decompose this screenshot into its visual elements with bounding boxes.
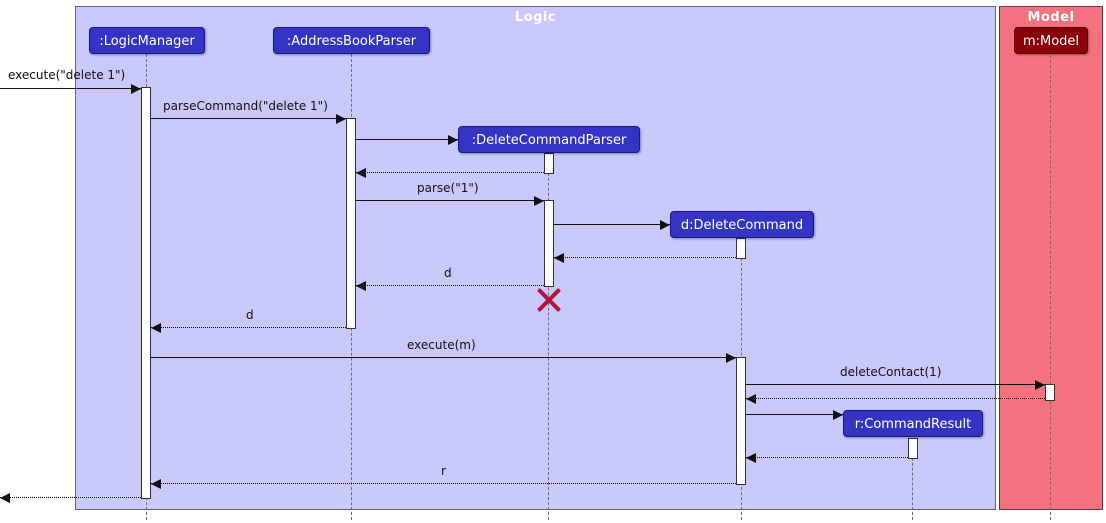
participant-model: m:Model xyxy=(1014,27,1088,54)
message-return-d2-label: d xyxy=(246,308,254,322)
logic-frame-title: Logic xyxy=(514,10,557,25)
arrowhead-right-icon xyxy=(534,196,544,206)
logic-frame: Logic xyxy=(75,6,996,510)
participant-address-book-parser: :AddressBookParser xyxy=(273,27,430,54)
activation-logic-manager xyxy=(141,87,151,499)
message-return-from-delete-command-line xyxy=(554,253,736,263)
lifeline-model xyxy=(1050,55,1051,520)
activation-delete-command-execute xyxy=(736,357,746,485)
activation-delete-command-parser-parse xyxy=(544,200,554,287)
lifeline-delete-command-parser xyxy=(548,153,549,520)
participant-delete-command-parser: :DeleteCommandParser xyxy=(458,126,640,153)
message-deletecontact-label: deleteContact(1) xyxy=(840,365,942,379)
arrowhead-left-icon xyxy=(554,253,564,263)
lifeline-command-result xyxy=(912,438,913,520)
model-frame-title: Model xyxy=(1027,10,1075,25)
activation-model xyxy=(1045,384,1055,401)
message-return-d-to-logic-manager-line xyxy=(151,323,346,333)
arrowhead-left-icon xyxy=(356,168,366,178)
message-create-delete-command-line xyxy=(554,220,670,230)
arrowhead-left-icon xyxy=(746,394,756,404)
destroy-x-icon xyxy=(537,288,561,312)
arrowhead-right-icon xyxy=(726,353,736,363)
message-create-delete-command-parser-line xyxy=(356,135,458,145)
activation-address-book-parser xyxy=(346,118,356,329)
arrowhead-left-icon xyxy=(746,453,756,463)
message-execute-label: execute("delete 1") xyxy=(8,68,126,82)
activation-command-result xyxy=(908,438,918,459)
message-return-from-delete-command-parser-line xyxy=(356,168,544,178)
message-execute-m-label: execute(m) xyxy=(407,338,476,352)
arrowhead-left-icon xyxy=(151,479,161,489)
arrowhead-left-icon xyxy=(0,493,10,503)
arrowhead-right-icon xyxy=(131,84,141,94)
arrowhead-right-icon xyxy=(660,220,670,230)
message-return-d1-label: d xyxy=(444,266,452,280)
activation-delete-command-parser-create xyxy=(544,153,554,174)
participant-command-result: r:CommandResult xyxy=(843,410,983,437)
arrowhead-left-icon xyxy=(356,281,366,291)
message-parsecommand-line xyxy=(151,114,346,124)
model-frame: Model xyxy=(999,6,1103,510)
message-return-d-to-address-book-parser-line xyxy=(356,281,544,291)
participant-logic-manager: :LogicManager xyxy=(89,27,205,54)
message-parse-label: parse("1") xyxy=(417,181,479,195)
message-execute-m-line xyxy=(151,353,736,363)
message-return-r-line xyxy=(151,479,736,489)
message-deletecontact-line xyxy=(746,380,1045,390)
message-create-command-result-line xyxy=(746,410,843,420)
message-parse-line xyxy=(356,196,544,206)
message-return-from-model-line xyxy=(746,394,1045,404)
message-execute-line xyxy=(0,84,141,94)
arrowhead-right-icon xyxy=(336,114,346,124)
arrowhead-right-icon xyxy=(448,135,458,145)
arrowhead-right-icon xyxy=(833,410,843,420)
participant-delete-command: d:DeleteCommand xyxy=(670,211,814,238)
message-return-r-label: r xyxy=(441,464,446,478)
message-parsecommand-label: parseCommand("delete 1") xyxy=(163,99,328,113)
activation-delete-command-create xyxy=(736,238,746,259)
message-return-from-command-result-line xyxy=(746,453,908,463)
arrowhead-left-icon xyxy=(151,323,161,333)
arrowhead-right-icon xyxy=(1035,380,1045,390)
message-return-external-line xyxy=(0,493,141,503)
